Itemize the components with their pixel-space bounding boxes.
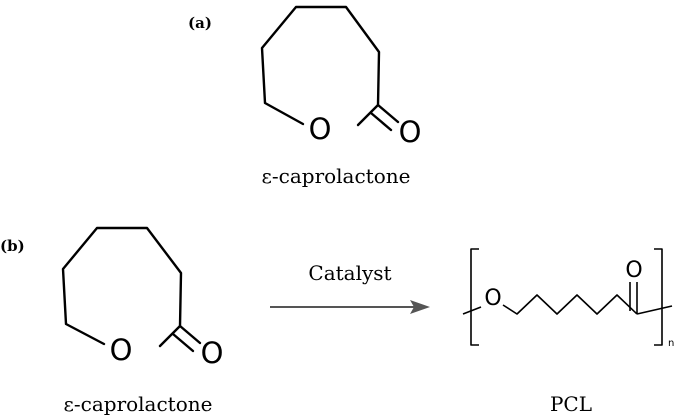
caprolactone-structure-b: O O: [61, 226, 224, 370]
pcl-structure: O O n: [462, 248, 674, 349]
pcl-carbonyl-oxygen: O: [625, 258, 642, 283]
carbonyl-bond-b2: [171, 332, 195, 353]
pcl-zigzag-chain: [502, 294, 638, 315]
catalyst-label: Catalyst: [308, 261, 391, 285]
pcl-chain-oxygen: O: [484, 286, 501, 311]
reaction-arrow: Catalyst: [270, 261, 430, 314]
carbonyl-bond-a2: [369, 111, 393, 132]
panel-b-label: (b): [0, 237, 25, 255]
ring-oxygen-b: O: [110, 333, 133, 367]
ring-bonds-a: [260, 5, 381, 127]
repeat-subscript: n: [668, 338, 674, 349]
panel-a-label: (a): [188, 14, 212, 32]
panel-b: (b) O O ε-caprolactone Catalyst O: [0, 226, 674, 416]
ring-bonds-b: [61, 226, 183, 348]
pcl-caption: PCL: [550, 392, 592, 416]
left-bracket: [470, 248, 479, 346]
pcl-right-bond: [636, 305, 673, 315]
caprolactone-caption-b: ε-caprolactone: [64, 392, 213, 416]
carbonyl-bond-b1: [178, 324, 202, 345]
caprolactone-caption-a: ε-caprolactone: [262, 164, 411, 188]
carbonyl-oxygen-b: O: [201, 336, 224, 370]
ring-oxygen-a: O: [309, 112, 332, 146]
pcl-left-bond: [462, 306, 482, 315]
carbonyl-bond-a1: [376, 103, 400, 124]
carbonyl-oxygen-a: O: [399, 115, 422, 149]
panel-a: (a) O O ε-caprolactone: [188, 5, 422, 188]
arrow-head: [410, 300, 430, 314]
caprolactone-structure-a: O O: [260, 5, 422, 149]
right-bracket: [654, 248, 663, 346]
